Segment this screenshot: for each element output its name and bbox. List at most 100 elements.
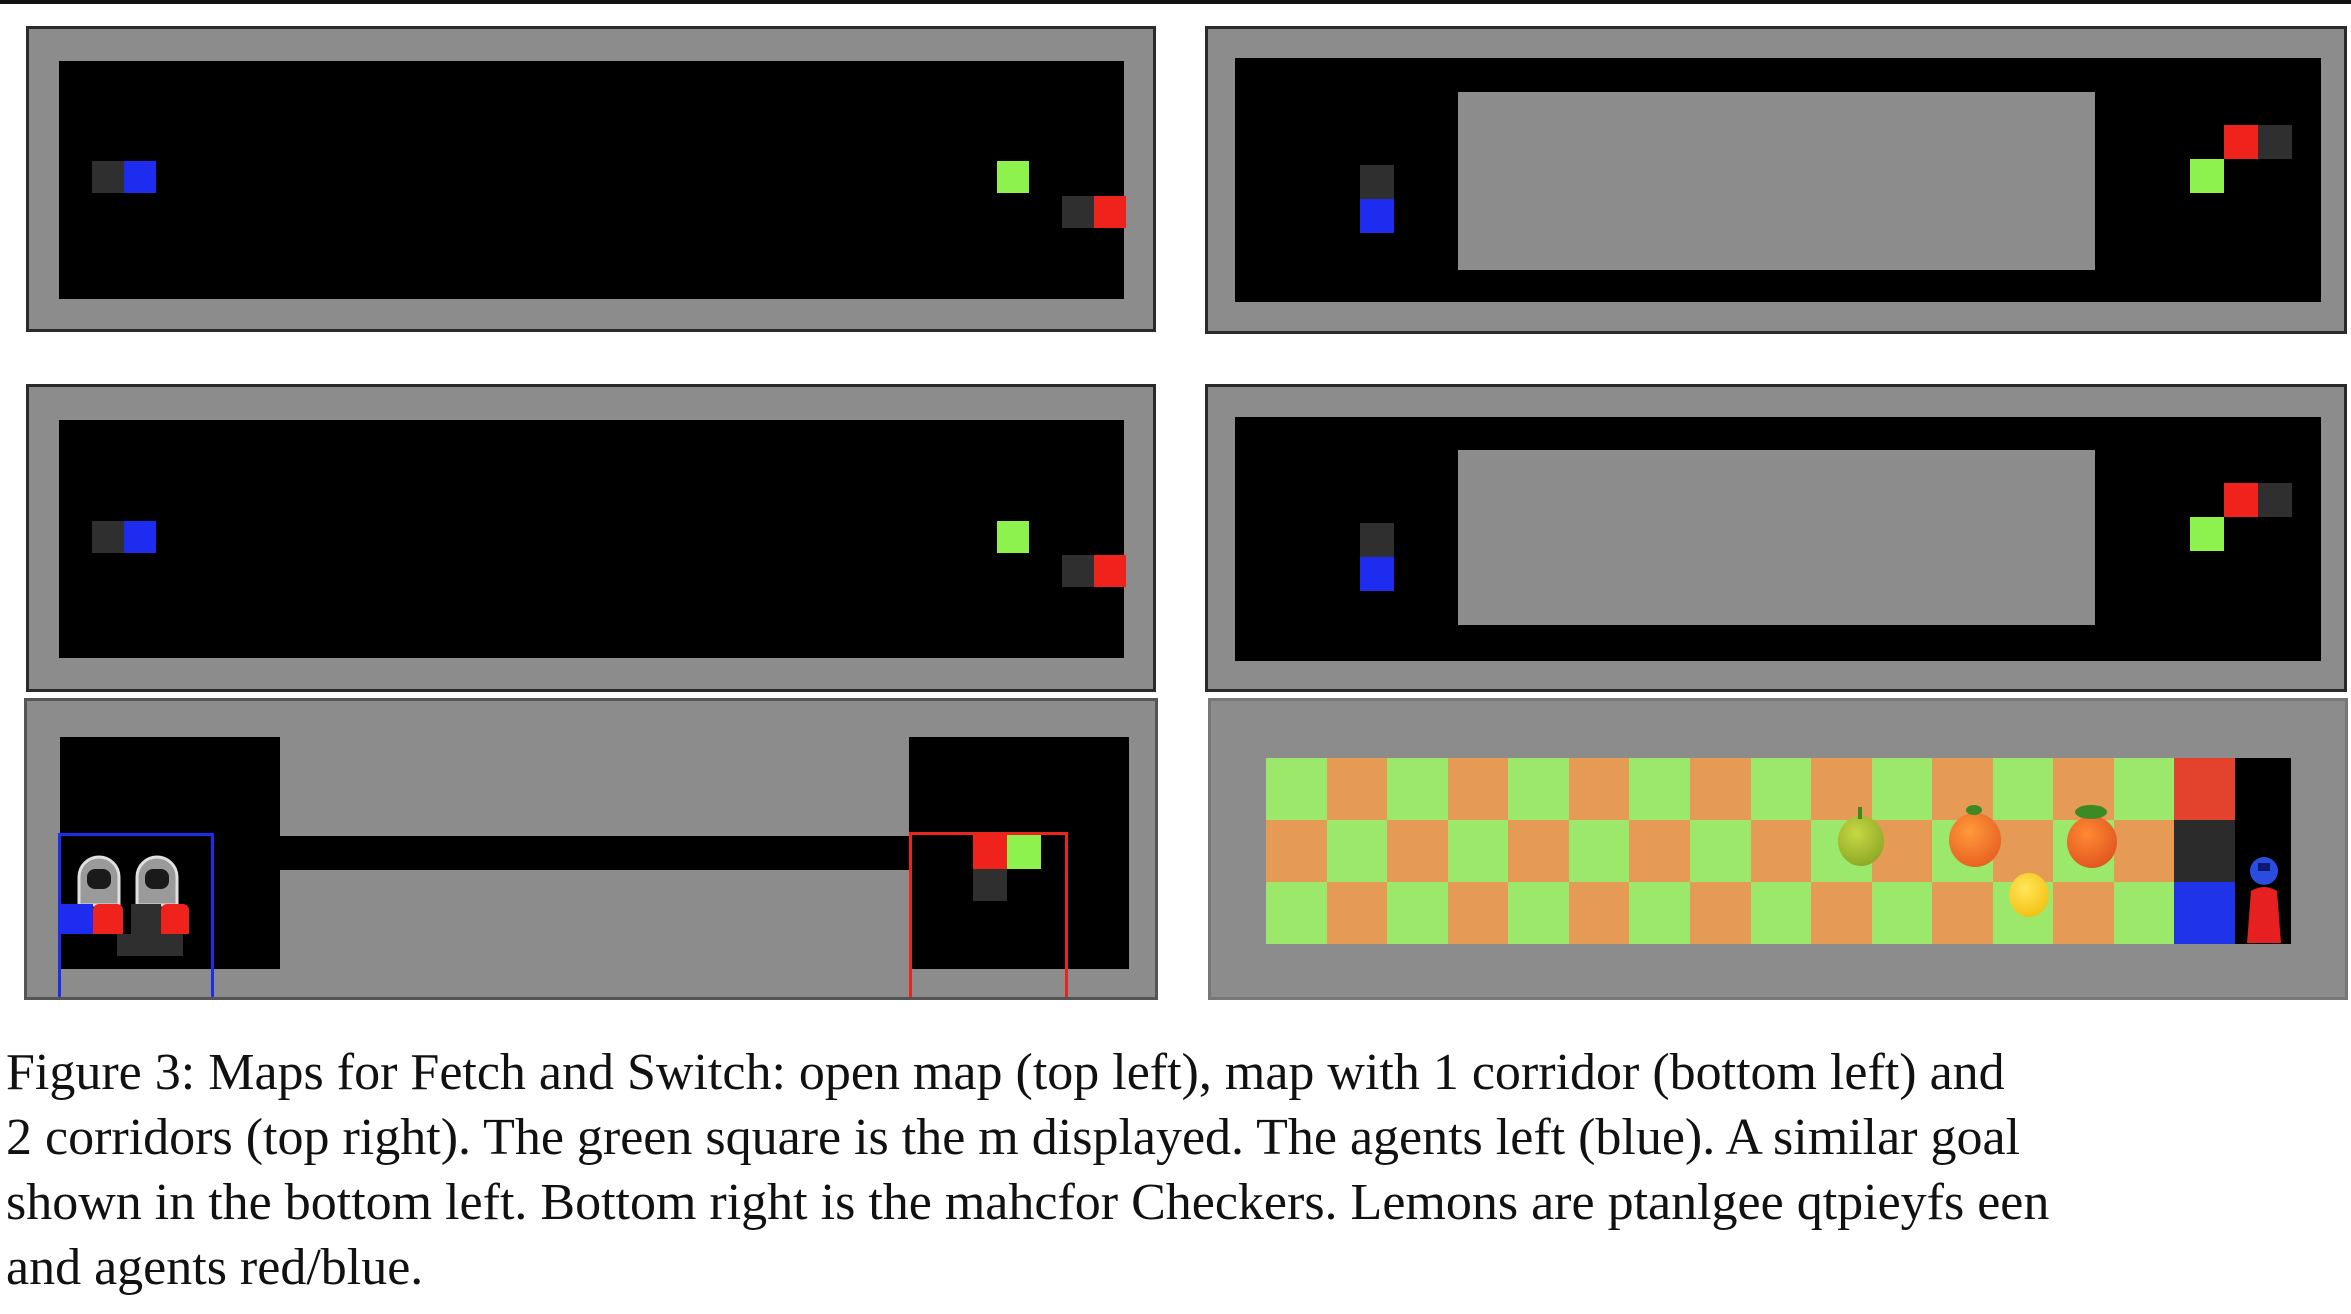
goal-square	[997, 161, 1029, 193]
goal-square	[1007, 835, 1041, 869]
floor-shadow	[117, 934, 183, 956]
goal-square	[2190, 159, 2224, 193]
corridor	[280, 836, 909, 870]
board-cell	[1992, 758, 2054, 820]
board-cell	[1689, 820, 1751, 882]
red-agent	[2224, 125, 2258, 159]
board-cell	[1447, 820, 1509, 882]
inner-wall	[1458, 450, 2095, 625]
agent-shadow	[92, 161, 124, 193]
red-agent	[2224, 483, 2258, 517]
board-cell	[1266, 820, 1327, 882]
board-cell	[2113, 820, 2175, 882]
agent-shadow	[1360, 165, 1394, 199]
board-cell	[1266, 882, 1327, 944]
board-cell	[1689, 882, 1751, 944]
goal-square	[2190, 517, 2224, 551]
board-cell	[1568, 882, 1630, 944]
board-cell	[1447, 882, 1509, 944]
blue-agent	[124, 161, 156, 193]
board-cell	[1750, 820, 1812, 882]
checkers-board	[1266, 758, 2235, 944]
caption-line: and agents red/blue.	[6, 1239, 424, 1296]
caption-line: 2 corridors (top right). The green squar…	[6, 1109, 2021, 1166]
board-cell	[1689, 758, 1751, 820]
board-cell	[2113, 882, 2175, 944]
board-cell	[1629, 758, 1690, 820]
blue-agent	[1360, 199, 1394, 233]
caption-line: shown in the bottom left. Bottom right i…	[6, 1174, 2050, 1231]
board-cell	[2174, 820, 2235, 882]
top-rule	[0, 0, 2351, 4]
orange-icon	[1949, 813, 2001, 867]
board-cell	[1326, 820, 1388, 882]
board-cell	[1508, 882, 1569, 944]
blue-agent	[124, 521, 156, 553]
board-cell	[1568, 820, 1630, 882]
red-agent	[1094, 555, 1126, 587]
agent-shadow	[92, 521, 124, 553]
apple-icon	[1838, 816, 1884, 866]
board-cell	[1750, 882, 1812, 944]
agent-icon	[135, 855, 179, 907]
floor-area	[59, 61, 1124, 299]
floor-area	[59, 420, 1124, 658]
lemon-icon	[2009, 873, 2049, 917]
inner-wall	[1458, 92, 2095, 270]
board-cell	[1387, 758, 1448, 820]
orange-leaf	[1966, 805, 1982, 815]
board-cell	[1932, 758, 1993, 820]
board-cell	[1750, 758, 1812, 820]
red-agent	[161, 904, 189, 934]
board-cell	[1387, 820, 1448, 882]
board-cell	[1568, 758, 1630, 820]
blue-highlight-box	[58, 833, 214, 997]
board-cell	[1811, 882, 1872, 944]
orange-leaf	[2075, 805, 2107, 819]
board-cell	[1387, 882, 1448, 944]
agent-icon	[2247, 857, 2281, 943]
red-agent	[1094, 196, 1126, 228]
agent-icon	[77, 855, 121, 907]
open-map-middle	[26, 384, 1156, 692]
board-cell	[2174, 758, 2235, 820]
goal-shadow	[2258, 483, 2292, 517]
board-cell	[1326, 758, 1388, 820]
goal-shadow	[1062, 555, 1094, 587]
board-cell	[1326, 882, 1388, 944]
goal-shadow	[973, 869, 1007, 901]
two-corridor-map-top	[1205, 26, 2347, 334]
board-cell	[1629, 820, 1690, 882]
one-corridor-map	[24, 698, 1158, 1000]
red-goal-marker	[973, 835, 1007, 869]
goal-shadow	[1062, 196, 1094, 228]
apple-stem	[1858, 807, 1862, 819]
two-corridor-map-middle	[1205, 384, 2347, 692]
caption-line: Figure 3: Maps for Fetch and Switch: ope…	[6, 1044, 2005, 1101]
board-cell	[1811, 758, 1872, 820]
board-cell	[2113, 758, 2175, 820]
board-cell	[1932, 882, 1993, 944]
board-cell	[2174, 882, 2235, 944]
red-highlight-box	[909, 832, 1068, 997]
board-cell	[1992, 820, 2054, 882]
goal-square	[997, 521, 1029, 553]
agent-shadow	[1360, 523, 1394, 557]
board-cell	[1629, 882, 1690, 944]
board-cell	[1266, 758, 1327, 820]
board-cell	[1508, 820, 1569, 882]
checkers-map	[1208, 698, 2348, 1000]
figure-caption: Figure 3: Maps for Fetch and Switch: ope…	[6, 1040, 2351, 1300]
red-agent	[93, 904, 123, 934]
blue-agent	[61, 904, 93, 934]
goal-shadow	[2258, 125, 2292, 159]
board-cell	[2053, 882, 2114, 944]
board-cell	[1508, 758, 1569, 820]
board-cell	[1447, 758, 1509, 820]
board-cell	[1871, 882, 1933, 944]
orange-icon	[2067, 816, 2117, 868]
blue-agent	[1360, 557, 1394, 591]
agent-shadow	[131, 904, 161, 934]
open-map-top	[26, 26, 1156, 332]
board-cell	[1871, 758, 1933, 820]
